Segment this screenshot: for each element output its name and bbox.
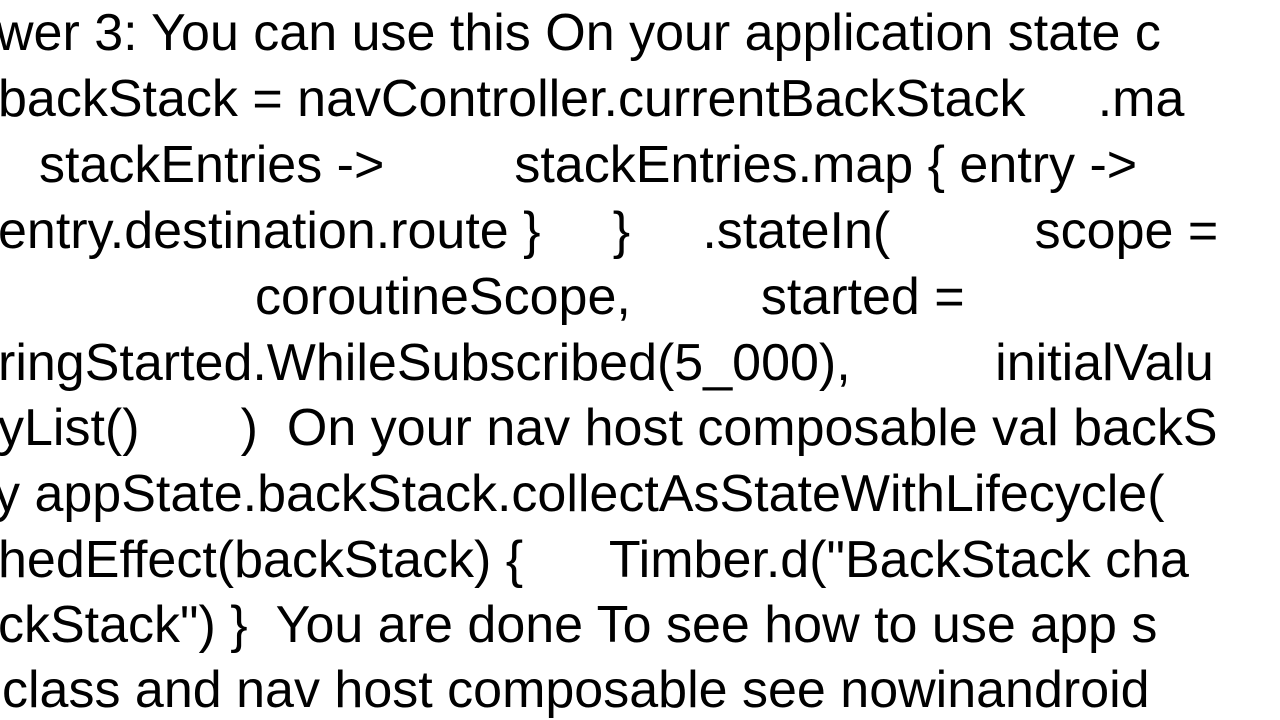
text-line-5: coroutineScope, started = [255, 268, 965, 326]
text-line-1: wer 3: You can use this On your applicat… [0, 4, 1161, 62]
text-line-11: class and nav host composable see nowina… [2, 661, 1150, 719]
text-line-4: entry.destination.route } } .stateIn( sc… [0, 202, 1219, 260]
text-line-10: ckStack") } You are done To see how to u… [0, 596, 1158, 654]
text-line-8: y appState.backStack.collectAsStateWithL… [0, 465, 1165, 523]
text-line-9: hedEffect(backStack) { Timber.d("BackSta… [0, 531, 1189, 589]
text-line-2: backStack = navController.currentBackSta… [0, 70, 1185, 128]
text-line-7: yList() ) On your nav host composable va… [0, 399, 1218, 457]
text-line-6: ringStarted.WhileSubscribed(5_000), init… [0, 334, 1214, 392]
text-line-3: stackEntries -> stackEntries.map { entry… [39, 136, 1138, 194]
